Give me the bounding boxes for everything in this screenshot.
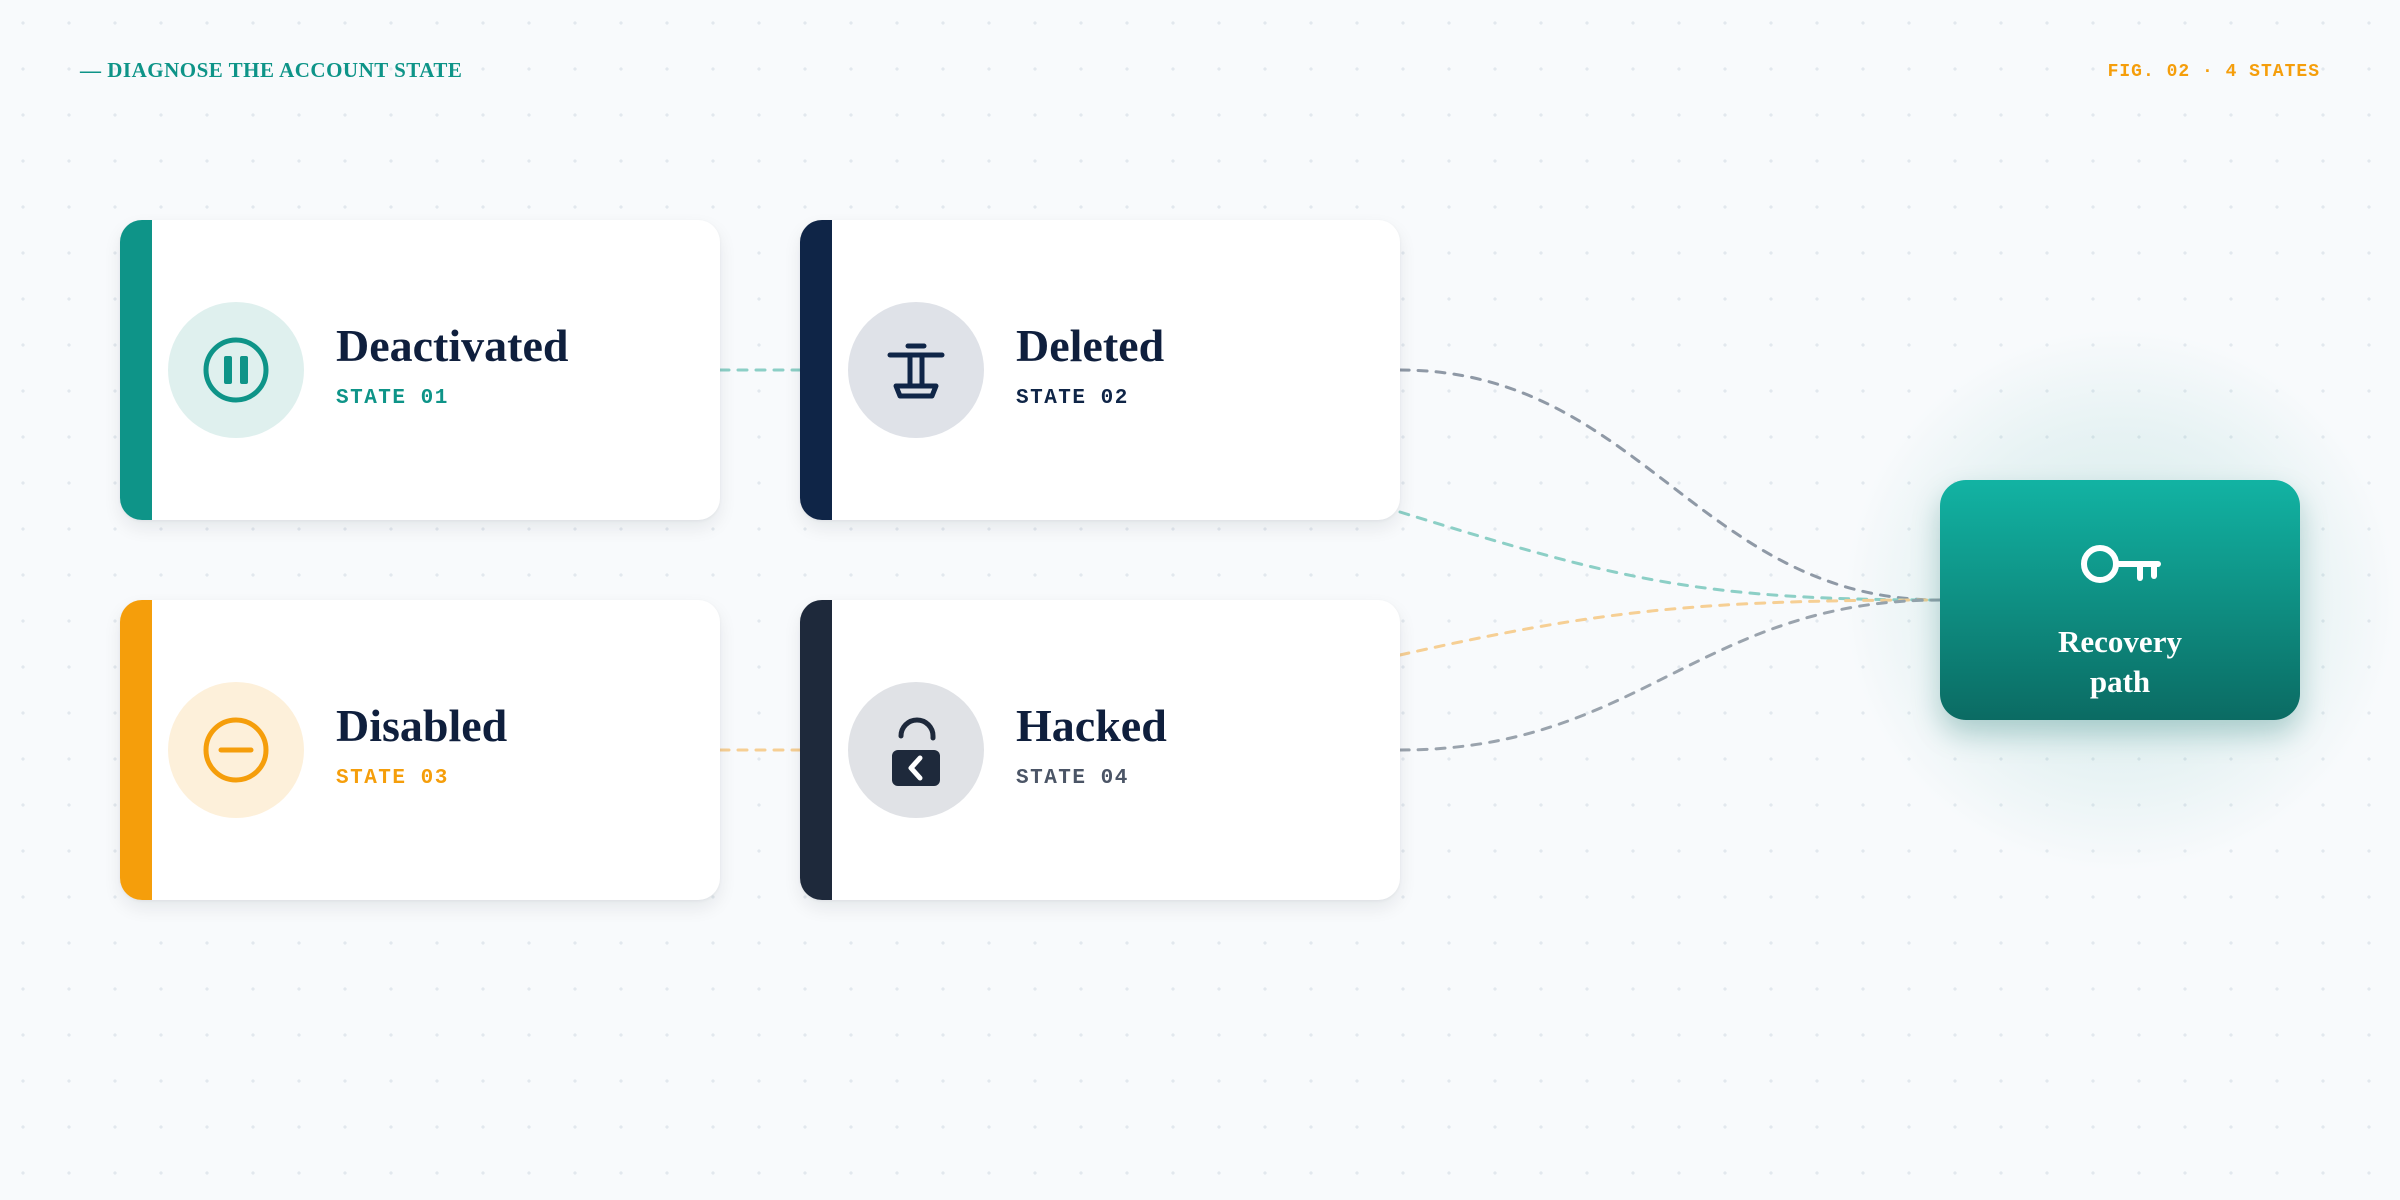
accent-bar [120, 600, 152, 900]
recovery-label-line2: path [2089, 664, 2151, 699]
recovery-path-node[interactable]: Recovery path [1940, 480, 2300, 720]
state-code: STATE 02 [1016, 387, 1129, 410]
accent-bar [120, 220, 152, 520]
pause-icon [203, 337, 269, 403]
state-title: Deactivated [336, 320, 569, 371]
state-code: STATE 01 [336, 387, 449, 410]
icon-badge [168, 682, 304, 818]
connector-disabled-recovery [1398, 598, 1942, 657]
minus-circle-icon [203, 717, 269, 783]
recovery-label: Recovery path [1940, 622, 2300, 702]
icon-badge [848, 302, 984, 438]
state-title: Deleted [1016, 320, 1165, 371]
icon-badge [168, 302, 304, 438]
state-card-hacked[interactable]: Hacked STATE 04 [800, 600, 1400, 900]
figure-tag: FIG. 02 · 4 STATES [2107, 62, 2320, 82]
recovery-label-line1: Recovery [2058, 624, 2182, 659]
state-title: Hacked [1016, 700, 1167, 751]
connector-deleted-recovery [1398, 368, 1942, 602]
icon-badge [848, 682, 984, 818]
accent-bar [800, 600, 832, 900]
unlock-icon [892, 717, 940, 786]
connector-hacked-recovery [1398, 598, 1942, 752]
connector-deactivated-recovery [1398, 510, 1942, 602]
trash-icon [887, 343, 945, 399]
state-code: STATE 04 [1016, 767, 1129, 790]
state-title: Disabled [336, 700, 508, 751]
state-code: STATE 03 [336, 767, 449, 790]
key-icon [2081, 545, 2161, 583]
state-card-disabled[interactable]: Disabled STATE 03 [120, 600, 720, 900]
accent-bar [800, 220, 832, 520]
state-card-deactivated[interactable]: Deactivated STATE 01 [120, 220, 720, 520]
eyebrow-title: — DIAGNOSE THE ACCOUNT STATE [80, 58, 463, 82]
state-card-deleted[interactable]: Deleted STATE 02 [800, 220, 1400, 520]
